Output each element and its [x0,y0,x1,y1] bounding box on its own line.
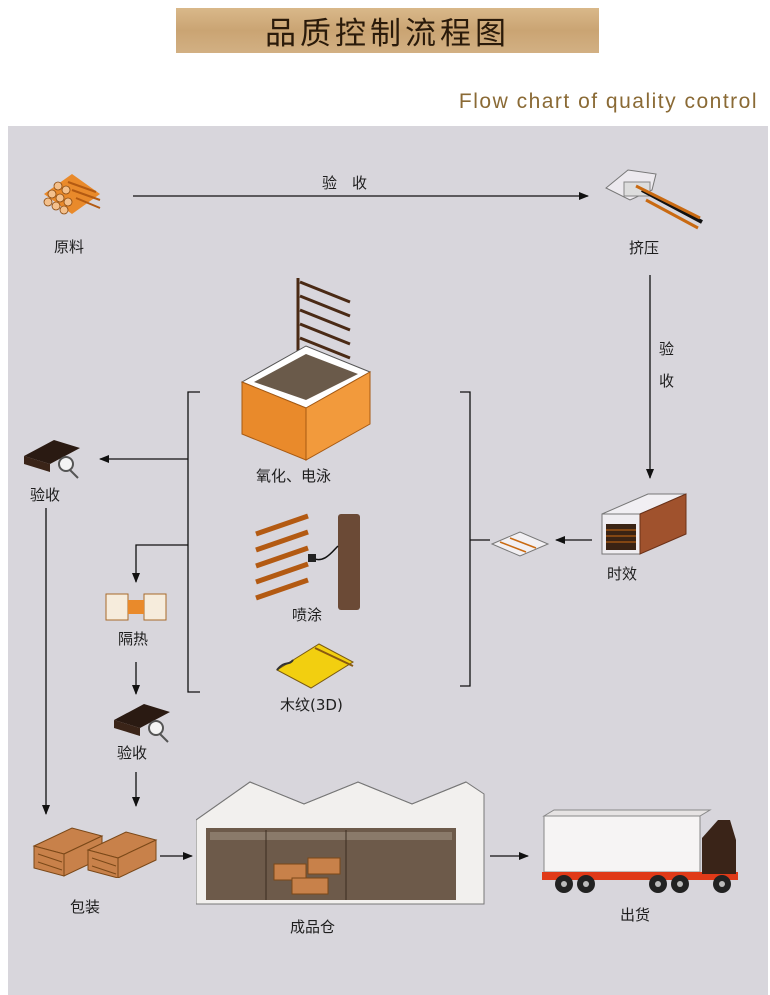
aging-oven-icon [601,493,687,555]
bracket-left [187,391,200,693]
spray-coating-icon [255,513,360,610]
node-packing-label: 包装 [70,898,101,916]
bracket-right [460,391,490,687]
node-extrude-label: 挤压 [629,239,660,257]
extrusion-icon [605,169,703,230]
warehouse-icon [196,781,485,905]
edge-label-extrude-aging-1: 验 [659,340,675,358]
node-wood-label: 木纹(3D) [280,696,343,714]
node-warehouse-label: 成品仓 [290,918,336,936]
node-oxidation-label: 氧化、电泳 [256,467,332,485]
insulation-icon [105,593,167,621]
page-title: 品质控制流程图 [265,16,510,52]
arrow-to-insulation [132,544,188,583]
raw-material-icon [43,174,101,215]
node-shipping-label: 出货 [620,906,651,924]
node-raw-label: 原料 [54,238,85,256]
wood-grain-icon [275,643,355,689]
node-inspect-left-label: 验收 [30,486,61,504]
inspection-left-icon [24,440,80,479]
node-inspect-mid-label: 验收 [117,744,148,762]
packing-icon [32,827,158,878]
node-insulation-label: 隔热 [118,630,149,648]
profile-icon [490,531,550,557]
page-subtitle: Flow chart of quality control [458,90,758,113]
truck-icon [542,809,738,893]
edge-label-raw-extrude: 验 收 [322,174,368,192]
title-banner: 品质控制流程图 [176,8,599,53]
edge-label-extrude-aging-2: 收 [659,372,675,390]
oxidation-tank-icon [240,278,372,461]
inspection-mid-icon [114,704,170,743]
node-aging-label: 时效 [607,565,638,583]
node-spray-label: 喷涂 [292,606,323,624]
